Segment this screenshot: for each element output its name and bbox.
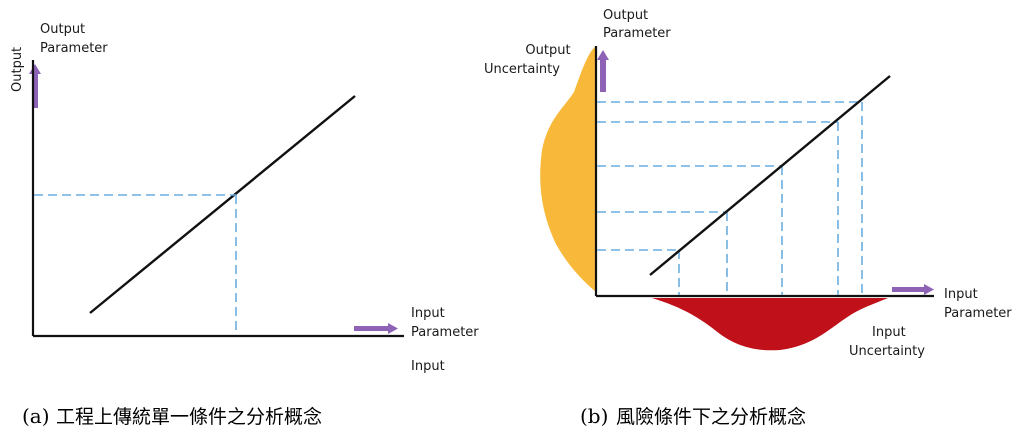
panel-a-caption: 工程上傳統單一條件之分析概念 xyxy=(56,405,322,428)
panel-b-input-uncertainty-label-1: Input xyxy=(872,325,906,340)
panel-b-input-distribution xyxy=(652,298,888,351)
panel-b-y-arrow-icon xyxy=(600,58,606,92)
panel-b-caption: 風險條件下之分析概念 xyxy=(616,405,806,428)
panel-b-output-param-label-1: Output xyxy=(603,8,648,23)
panel-b-input-uncertainty-label-2: Uncertainty xyxy=(849,344,925,359)
panel-a-x-arrow-head-icon xyxy=(388,323,398,334)
panel-b-output-uncertainty-label-2: Uncertainty xyxy=(484,62,560,77)
panel-a-output-param-label-1: Output xyxy=(40,22,85,37)
panel-a-relation-line xyxy=(89,95,356,314)
panel-a-y-arrow-head-icon xyxy=(29,64,41,74)
panel-b-output-distribution xyxy=(540,46,596,292)
panel-a-input-param-label-1: Input xyxy=(411,306,445,321)
panel-b-output-param-label-2: Parameter xyxy=(603,26,671,41)
panel-a-output-param-label-2: Parameter xyxy=(40,41,108,56)
panel-a-x-axis-title: Input xyxy=(411,359,445,374)
panel-b-x-arrow-icon xyxy=(892,287,926,292)
panel-a: Output Output Parameter Input Parameter … xyxy=(10,22,479,428)
panel-b-caption-prefix: (b) xyxy=(580,404,608,428)
panel-b-relation-line xyxy=(649,75,891,276)
panel-a-y-arrow-icon xyxy=(32,72,38,108)
panel-a-y-axis-title: Output xyxy=(10,47,25,92)
panel-b: Output Parameter Output Uncertainty xyxy=(484,8,1012,428)
panel-b-y-arrow-head-icon xyxy=(597,50,609,60)
panel-b-x-arrow-head-icon xyxy=(924,284,934,295)
panel-a-caption-prefix: (a) xyxy=(22,404,50,428)
panel-b-output-uncertainty-label-1: Output xyxy=(525,43,570,58)
panel-a-x-arrow-icon xyxy=(354,326,390,331)
panel-b-input-param-label-1: Input xyxy=(944,287,978,302)
panel-b-input-param-label-2: Parameter xyxy=(944,306,1012,321)
panel-a-input-param-label-2: Parameter xyxy=(411,325,479,340)
